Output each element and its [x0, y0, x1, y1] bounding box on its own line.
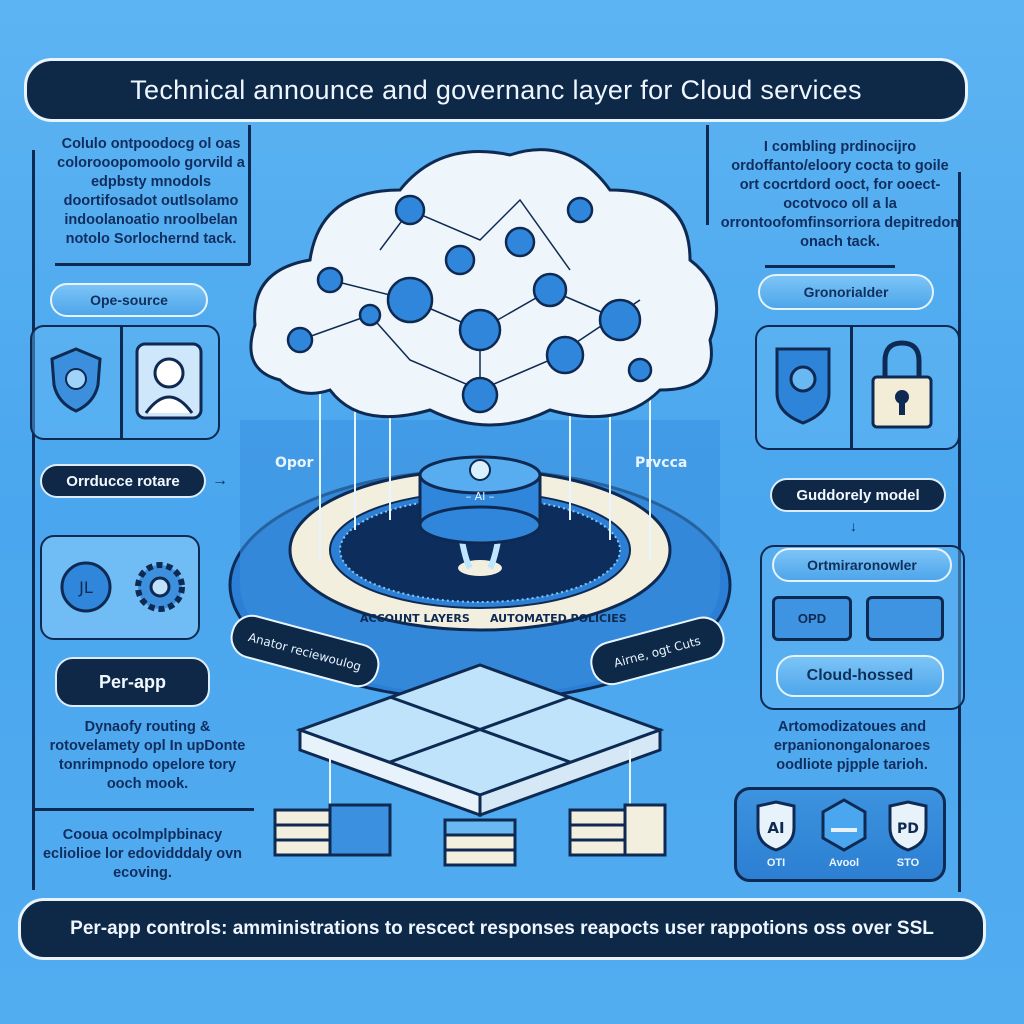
- arrow-right-icon: →: [212, 472, 228, 489]
- open-source-pill[interactable]: Ope-source: [50, 283, 208, 317]
- shield-badge-icon: AI: [756, 800, 796, 852]
- cloud-hosted-pill[interactable]: Cloud-hossed: [776, 655, 944, 697]
- shield-icon: [50, 347, 102, 413]
- divider: [765, 265, 895, 268]
- shield-badge-icon: PD: [888, 800, 928, 852]
- hexagon-badge-icon: [821, 798, 867, 852]
- footer-bar: Per-app controls: amministrations to res…: [18, 898, 986, 960]
- svg-text:AI: AI: [767, 819, 784, 837]
- bottom-left-text: Cooua ocolmplpbinacy ecliolioe lor edovi…: [42, 827, 242, 881]
- page-title: Technical announce and governanc layer f…: [130, 74, 862, 105]
- right-connector-line: [706, 125, 709, 225]
- divider: [32, 808, 254, 811]
- left-intro-text: Colulo ontpoodocg ol oas colorooopomoolo…: [57, 136, 245, 247]
- shield-icon: [775, 347, 831, 425]
- svg-text:PD: PD: [897, 821, 919, 837]
- settings-card: JL: [40, 535, 200, 640]
- ortmira-pill[interactable]: Ortmiraronowler: [772, 548, 952, 582]
- right-intro-text: I combling prdinocijro ordoffanto/eloory…: [720, 139, 960, 250]
- per-app-pill[interactable]: Per-app: [55, 657, 210, 707]
- left-connector-line: [248, 125, 251, 265]
- badge-avool: Avool: [817, 798, 871, 869]
- orrducce-pill[interactable]: Orrducce rotare: [40, 464, 206, 498]
- title-bar: Technical announce and governanc layer f…: [24, 58, 968, 122]
- identity-card: [30, 325, 220, 440]
- footer-text: Per-app controls: amministrations to res…: [70, 918, 934, 939]
- ring-text-right: AUTOMATED POLICIES: [490, 612, 627, 625]
- badge-caption: STO: [896, 857, 920, 869]
- left-connector-line: [32, 150, 35, 890]
- service-box[interactable]: [866, 596, 944, 641]
- cloud-governance-illustration: – AI – ACCOUNT LAYERS AUTOMATED POLICIES…: [228, 148, 732, 867]
- ring-text-left: ACCOUNT LAYERS: [360, 612, 470, 625]
- label-private: Prvcca: [635, 455, 687, 471]
- guddorely-model-pill[interactable]: Guddorely model: [770, 478, 946, 512]
- svg-text:JL: JL: [78, 578, 93, 597]
- label-open: Opor: [275, 455, 314, 471]
- connector: [850, 325, 853, 450]
- divider: [55, 263, 250, 266]
- opd-box[interactable]: OPD: [772, 596, 852, 641]
- gear-icon: [135, 562, 185, 612]
- svg-text:– AI –: – AI –: [466, 490, 495, 503]
- badge-pd: PD STO: [883, 800, 933, 869]
- connector: [120, 325, 123, 440]
- routing-text: Dynaofy routing & rotovelamety opl In up…: [49, 719, 246, 792]
- server-stacks: [273, 803, 667, 867]
- arrow-down-icon: ↓: [850, 518, 857, 534]
- service-nodes: [286, 194, 653, 414]
- user-icon: [135, 342, 203, 420]
- tag-right: Airne, ogt Cuts: [590, 616, 725, 686]
- api-icon: JL: [60, 561, 112, 613]
- compliance-badges-card: AI OTI Avool PD STO: [734, 787, 946, 882]
- opd-label: OPD: [797, 611, 827, 626]
- module-tiles: [295, 663, 665, 818]
- badge-caption: Avool: [828, 857, 860, 869]
- automation-text: Artomodizatoues and erpanionongalonaroes…: [773, 719, 931, 773]
- badge-caption: OTI: [766, 857, 786, 869]
- lock-icon: [871, 340, 933, 429]
- badge-ai: AI OTI: [751, 800, 801, 869]
- security-card: [755, 325, 960, 450]
- cloud-shape: [249, 148, 719, 427]
- right-connector-line: [958, 172, 961, 892]
- gronorialder-pill[interactable]: Gronorialder: [758, 274, 934, 310]
